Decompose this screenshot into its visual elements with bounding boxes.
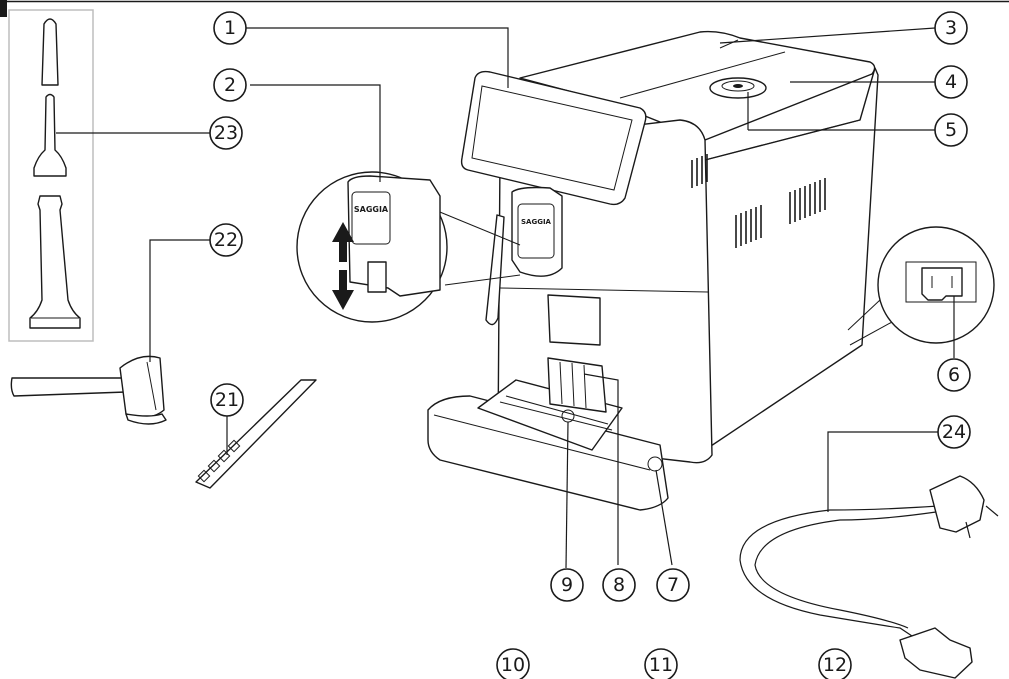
leader-lines (246, 27, 936, 569)
callout-7: 7 (656, 568, 690, 602)
svg-text:22: 22 (214, 229, 238, 251)
svg-text:6: 6 (948, 364, 960, 386)
callout-5: 5 (934, 113, 968, 147)
power-cord (739, 431, 999, 679)
svg-text:8: 8 (613, 574, 625, 596)
drip-tray-button (647, 456, 663, 472)
spout-logo: SAGGIA (521, 218, 552, 226)
appliance-connector (899, 627, 973, 679)
svg-text:9: 9 (561, 574, 573, 596)
callout-23: 23 (209, 116, 243, 150)
callout-9: 9 (550, 568, 584, 602)
callout-22: 22 (209, 223, 243, 257)
accessories-box (8, 9, 210, 342)
callout-3: 3 (934, 11, 968, 45)
callout-2: 2 (213, 68, 247, 102)
svg-text:3: 3 (945, 17, 957, 39)
coffee-grounds-container (547, 357, 607, 413)
grease-tube (29, 195, 81, 329)
callout-4: 4 (934, 65, 968, 99)
milk-tube-cap (41, 18, 59, 86)
svg-text:7: 7 (667, 574, 679, 596)
nozzle-adapter (33, 93, 67, 177)
callout-8: 8 (602, 568, 636, 602)
svg-text:11: 11 (649, 654, 673, 676)
svg-text:21: 21 (215, 389, 239, 411)
bean-hopper-lid (519, 30, 876, 141)
spout-height-detail: SAGGIA (250, 84, 521, 323)
power-socket-detail (847, 226, 995, 358)
svg-text:2: 2 (224, 74, 236, 96)
coffee-spout (511, 186, 563, 277)
callout-11: 11 (644, 648, 678, 679)
svg-text:12: 12 (823, 654, 847, 676)
side-vents (691, 154, 826, 248)
page-corner-marker (0, 0, 7, 17)
callout-21: 21 (210, 383, 244, 417)
drip-tray (427, 395, 669, 511)
callout-24: 24 (937, 415, 971, 449)
callout-10: 10 (496, 648, 530, 679)
callout-6: 6 (937, 358, 971, 392)
svg-text:1: 1 (224, 17, 236, 39)
svg-text:23: 23 (214, 122, 238, 144)
water-hardness-test-strip (195, 379, 317, 489)
measuring-scoop (10, 239, 210, 425)
milk-steam-wand (485, 214, 505, 326)
power-socket (921, 267, 963, 301)
svg-text:10: 10 (501, 654, 525, 676)
hot-water-spout-door (547, 294, 601, 346)
callout-1: 1 (213, 11, 247, 45)
zoom-spout-logo: SAGGIA (354, 205, 389, 214)
callout-12: 12 (818, 648, 852, 679)
svg-text:4: 4 (945, 71, 957, 93)
svg-text:24: 24 (942, 421, 966, 443)
down-arrow-icon (332, 270, 354, 310)
up-arrow-icon (332, 222, 354, 262)
espresso-machine-body: SAGGIA (427, 30, 879, 511)
mains-plug (929, 475, 985, 533)
svg-text:5: 5 (945, 119, 957, 141)
control-display (460, 70, 647, 206)
